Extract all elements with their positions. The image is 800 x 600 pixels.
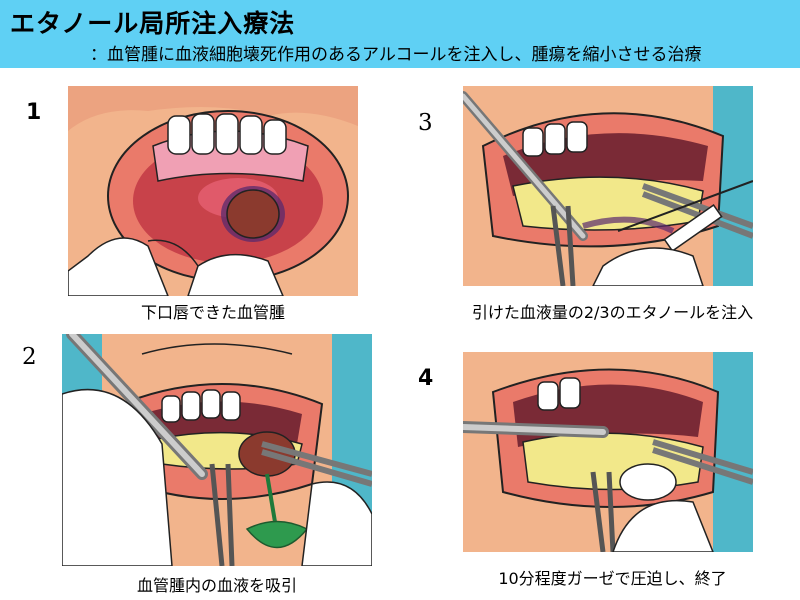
step-4-caption: 10分程度ガーゼで圧迫し、終了 — [498, 569, 727, 588]
page-subtitle: ：血管腫に血液細胞壊死作用のあるアルコールを注入し、腫瘍を縮小させる治療 — [90, 45, 702, 65]
page-title: エタノール局所注入療法 — [10, 9, 296, 38]
step-4-illustration — [463, 352, 753, 552]
step-3-caption: 引けた血液量の2/3のエタノールを注入 — [471, 303, 754, 322]
step-1-illustration — [68, 86, 358, 296]
step-1-number: 1 — [26, 100, 42, 125]
step-3-number: 3 — [418, 110, 433, 136]
step-1-caption: 下口唇できた血管腫 — [140, 303, 285, 322]
step-4-drawing — [463, 352, 753, 552]
step-3-drawing — [463, 86, 753, 286]
title-banner: エタノール局所注入療法 ：血管腫に血液細胞壊死作用のあるアルコールを注入し、腫瘍… — [0, 0, 800, 68]
step-2-drawing — [62, 334, 372, 566]
step-2-illustration — [62, 334, 372, 566]
step-2-caption: 血管腫内の血液を吸引 — [136, 576, 297, 595]
step-1-drawing — [68, 86, 358, 296]
step-2-number: 2 — [22, 344, 37, 370]
step-4-number: 4 — [418, 366, 434, 391]
step-3-illustration — [463, 86, 753, 286]
